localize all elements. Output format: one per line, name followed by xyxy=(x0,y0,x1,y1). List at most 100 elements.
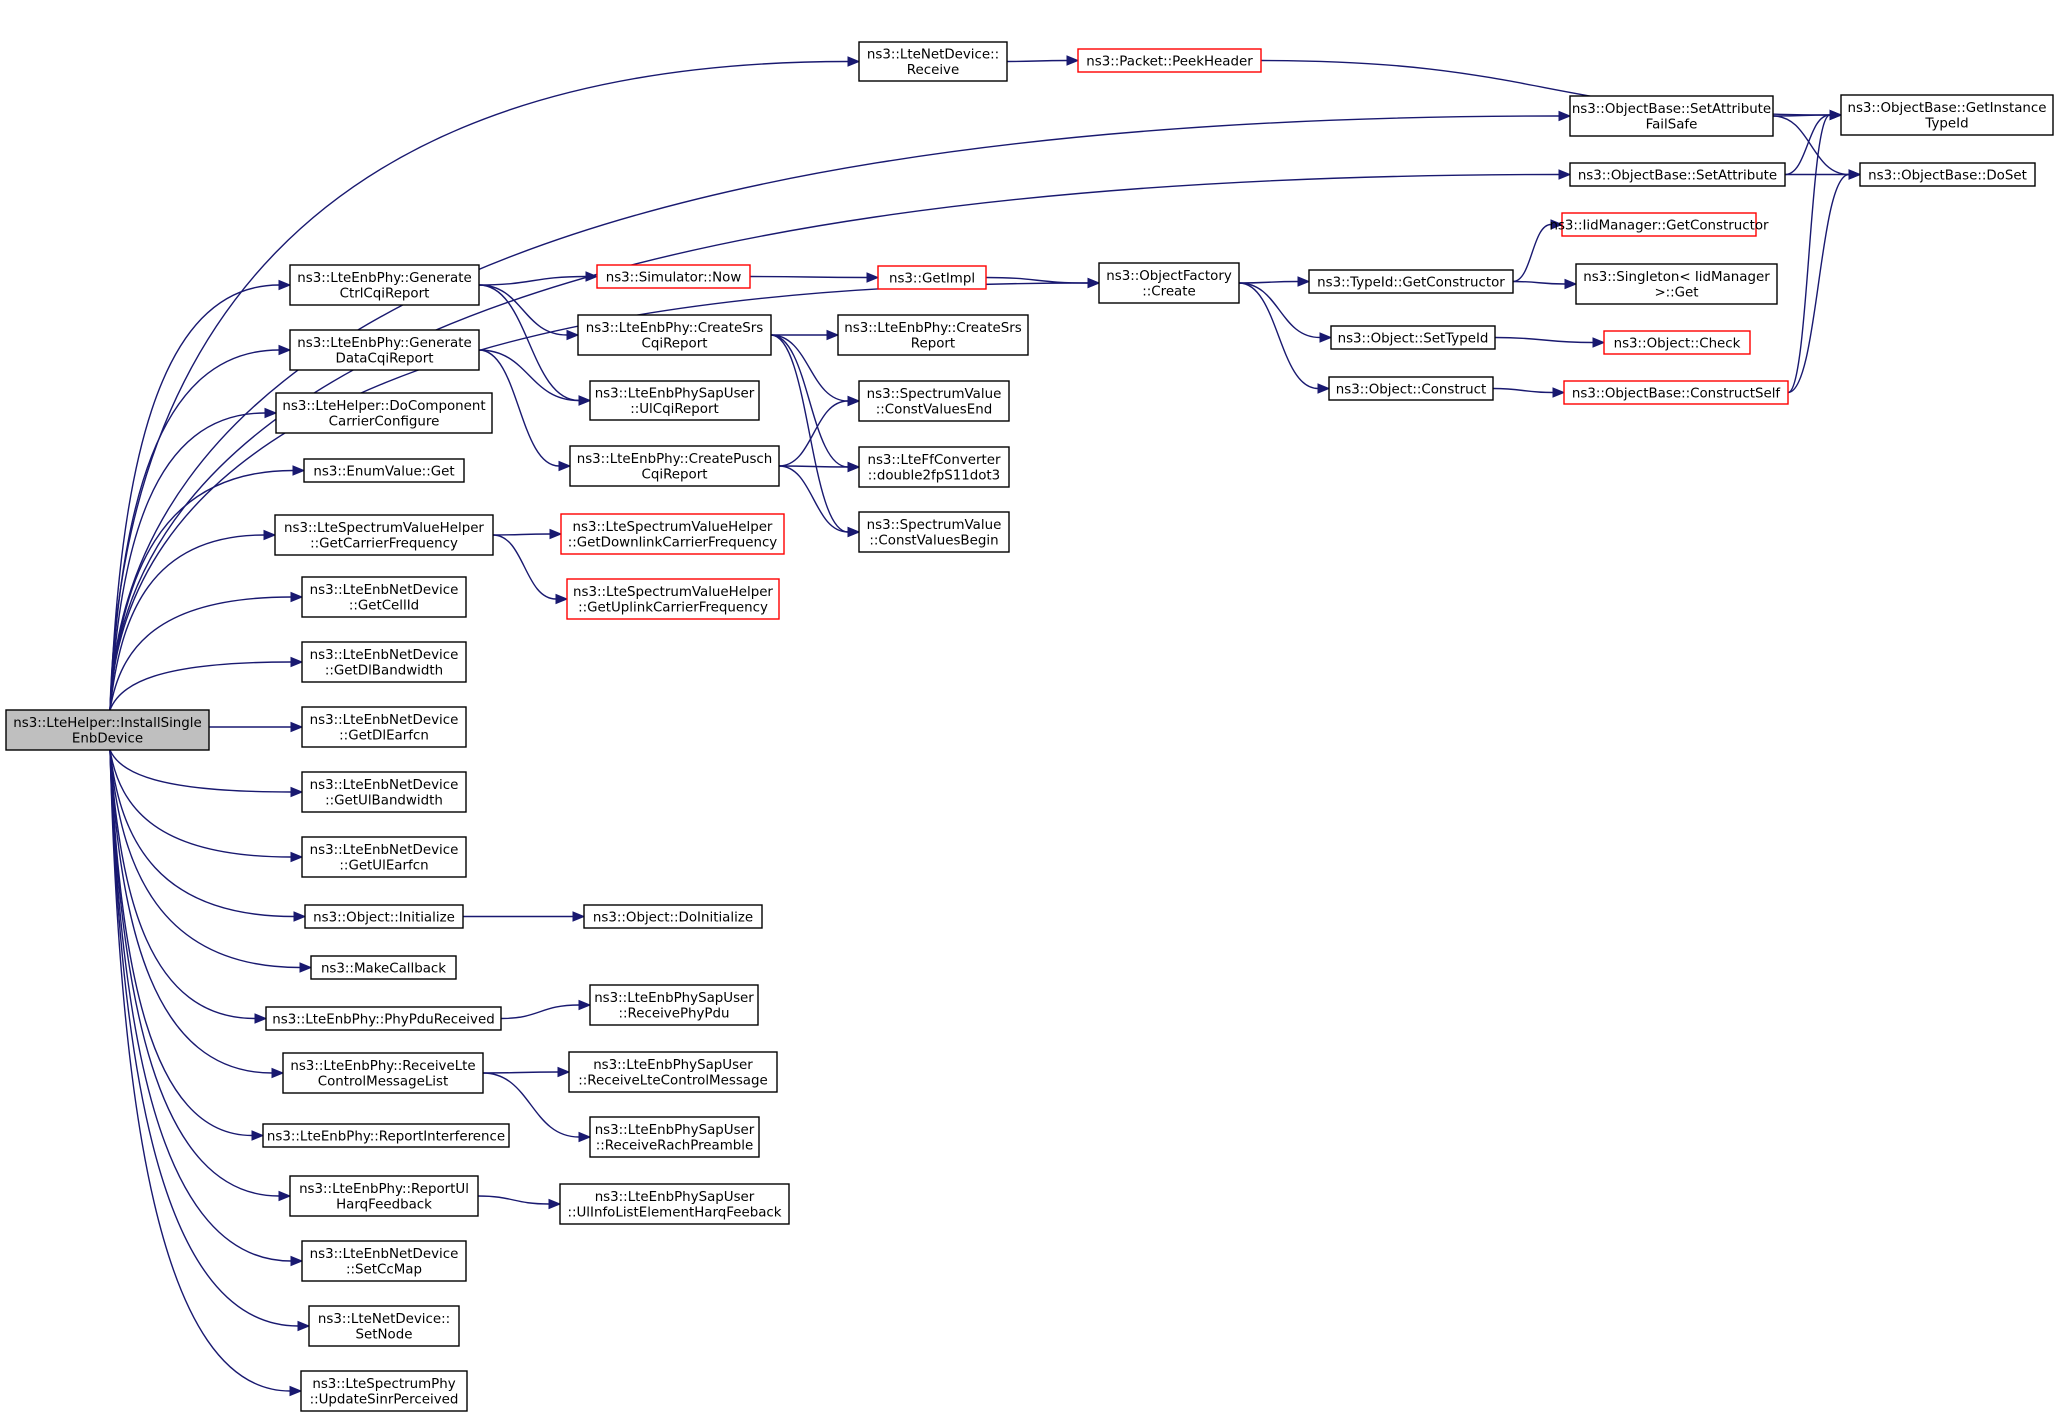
node-setattr[interactable]: ns3::ObjectBase::SetAttribute xyxy=(1569,162,1786,187)
node-constructself[interactable]: ns3::ObjectBase::ConstructSelf xyxy=(1563,380,1789,405)
node-typeid_getctor[interactable]: ns3::TypeId::GetConstructor xyxy=(1308,269,1514,294)
node-iid_getctor[interactable]: ns3::IidManager::GetConstructor xyxy=(1549,212,1769,237)
edge-initialize-to-doinitialize xyxy=(463,911,586,922)
node-box xyxy=(304,904,464,929)
node-label-line: ::UpdateSinrPerceived xyxy=(310,1393,459,1408)
node-box xyxy=(568,1051,778,1093)
node-setccmap[interactable]: ns3::LteEnbNetDevice::SetCcMap xyxy=(301,1240,467,1282)
node-box xyxy=(837,314,1029,356)
node-label-line: ns3::ObjectFactory xyxy=(1106,269,1232,284)
node-label-line: ::GetUplinkCarrierFrequency xyxy=(578,601,768,616)
arrow-head-icon xyxy=(866,272,880,283)
node-label-line: ns3::LteEnbPhySapUser xyxy=(593,1058,753,1073)
node-construct[interactable]: ns3::Object::Construct xyxy=(1328,376,1494,401)
edge-simnow-to-getimpl xyxy=(749,272,880,283)
node-setnode[interactable]: ns3::LteNetDevice::SetNode xyxy=(308,1305,460,1347)
node-label-line: ns3::LteEnbPhy::ReportUl xyxy=(299,1182,469,1197)
node-box xyxy=(589,984,759,1026)
edge-gen_ctrl-to-createsrs_cqi xyxy=(478,284,580,341)
node-enumget[interactable]: ns3::EnumValue::Get xyxy=(303,458,465,483)
edge-root-to-gen_data xyxy=(109,344,292,711)
node-label-line: ns3::GetImpl xyxy=(889,271,975,286)
node-makecallback[interactable]: ns3::MakeCallback xyxy=(310,955,457,980)
node-getulbw[interactable]: ns3::LteEnbNetDevice::GetUlBandwidth xyxy=(301,771,467,813)
node-label-line: DataCqiReport xyxy=(336,352,434,367)
node-box xyxy=(877,265,987,290)
node-recvrach[interactable]: ns3::LteEnbPhySapUser::ReceiveRachPreamb… xyxy=(589,1116,760,1158)
node-ulinfo[interactable]: ns3::LteEnbPhySapUser::UlInfoListElement… xyxy=(559,1183,790,1225)
node-label-line: ns3::LteFfConverter xyxy=(867,453,1001,468)
node-constend[interactable]: ns3::SpectrumValue::ConstValuesEnd xyxy=(858,380,1010,422)
node-constbegin[interactable]: ns3::SpectrumValue::ConstValuesBegin xyxy=(858,511,1010,553)
node-box xyxy=(303,458,465,483)
node-label-line: ns3::LteSpectrumValueHelper xyxy=(573,585,773,600)
node-ulcqi[interactable]: ns3::LteEnbPhySapUser::UlCqiReport xyxy=(589,380,760,421)
node-getcarrier[interactable]: ns3::LteSpectrumValueHelper::GetCarrierF… xyxy=(274,514,494,556)
node-recvlte[interactable]: ns3::LteEnbPhy::ReceiveLteControlMessage… xyxy=(282,1052,484,1094)
node-docomponent[interactable]: ns3::LteHelper::DoComponentCarrierConfig… xyxy=(275,392,493,434)
node-label-line: TypeId xyxy=(1924,117,1968,132)
nodes-layer: ns3::LteHelper::InstallSingleEnbDevicens… xyxy=(5,41,2054,1412)
node-doinitialize[interactable]: ns3::Object::DoInitialize xyxy=(583,904,763,929)
arrow-head-icon xyxy=(290,591,304,603)
node-reportintf[interactable]: ns3::LteEnbPhy::ReportInterference xyxy=(262,1123,510,1148)
node-box xyxy=(289,1175,479,1217)
node-label-line: ::UlCqiReport xyxy=(630,402,719,417)
edge-reportul-to-ulinfo xyxy=(477,1195,562,1210)
node-label-line: ::GetUlBandwidth xyxy=(325,794,443,809)
node-label-line: ns3::Object::Construct xyxy=(1336,382,1487,397)
arrow-head-icon xyxy=(847,56,861,67)
node-box xyxy=(301,771,467,813)
node-settypeid[interactable]: ns3::Object::SetTypeId xyxy=(1330,325,1496,350)
arrow-head-icon xyxy=(1319,332,1333,343)
node-recvltectrl[interactable]: ns3::LteEnbPhySapUser::ReceiveLteControl… xyxy=(568,1051,778,1093)
arrow-head-icon xyxy=(290,656,304,668)
node-initialize[interactable]: ns3::Object::Initialize xyxy=(304,904,464,929)
edge-recvlte-to-recvrach xyxy=(482,1072,592,1143)
node-doset[interactable]: ns3::ObjectBase::DoSet xyxy=(1859,162,2036,187)
node-objfactory[interactable]: ns3::ObjectFactory::Create xyxy=(1098,262,1240,304)
edge-root-to-enumget xyxy=(109,465,306,711)
node-phypdu[interactable]: ns3::LteEnbPhy::PhyPduReceived xyxy=(265,1006,502,1031)
arrow-head-icon xyxy=(290,851,304,863)
edge-typeid_getctor-to-singleton xyxy=(1512,278,1578,290)
node-updatesinr[interactable]: ns3::LteSpectrumPhy::UpdateSinrPerceived xyxy=(300,1370,468,1412)
node-label-line: ns3::LteNetDevice:: xyxy=(318,1312,450,1327)
node-label-line: ::GetCellId xyxy=(349,599,419,614)
node-simnow[interactable]: ns3::Simulator::Now xyxy=(596,264,751,289)
edge-settypeid-to-check xyxy=(1494,336,1606,348)
node-label-line: ns3::SpectrumValue xyxy=(867,518,1002,533)
node-box xyxy=(274,514,494,556)
arrow-head-icon xyxy=(847,526,861,538)
node-label-line: Receive xyxy=(907,63,959,78)
node-netdev_receive[interactable]: ns3::LteNetDevice::Receive xyxy=(858,41,1008,82)
node-label-line: ns3::EnumValue::Get xyxy=(313,464,454,479)
node-getcellid[interactable]: ns3::LteEnbNetDevice::GetCellId xyxy=(301,576,467,618)
node-getimpl[interactable]: ns3::GetImpl xyxy=(877,265,987,290)
node-getdlcarrier[interactable]: ns3::LteSpectrumValueHelper::GetDownlink… xyxy=(560,513,785,555)
node-label-line: >::Get xyxy=(1654,286,1698,301)
node-peekheader[interactable]: ns3::Packet::PeekHeader xyxy=(1077,48,1262,73)
node-getdlearfcn[interactable]: ns3::LteEnbNetDevice::GetDlEarfcn xyxy=(301,706,467,748)
node-singleton[interactable]: ns3::Singleton< IidManager>::Get xyxy=(1575,263,1778,305)
node-fpconv[interactable]: ns3::LteFfConverter::double2fpS11dot3 xyxy=(858,446,1010,488)
arrow-head-icon xyxy=(1550,219,1564,230)
node-getulcarrier[interactable]: ns3::LteSpectrumValueHelper::GetUplinkCa… xyxy=(566,578,780,620)
node-box xyxy=(596,264,751,289)
node-label-line: ns3::LteEnbNetDevice xyxy=(310,583,459,598)
node-label-line: ns3::LteEnbNetDevice xyxy=(310,713,459,728)
node-receivephypdu[interactable]: ns3::LteEnbPhySapUser::ReceivePhyPdu xyxy=(589,984,759,1026)
node-getdlbw[interactable]: ns3::LteEnbNetDevice::GetDlBandwidth xyxy=(301,641,467,683)
node-box xyxy=(1859,162,2036,187)
node-check[interactable]: ns3::Object::Check xyxy=(1603,330,1751,355)
node-getulearfcn[interactable]: ns3::LteEnbNetDevice::GetUlEarfcn xyxy=(301,836,467,878)
